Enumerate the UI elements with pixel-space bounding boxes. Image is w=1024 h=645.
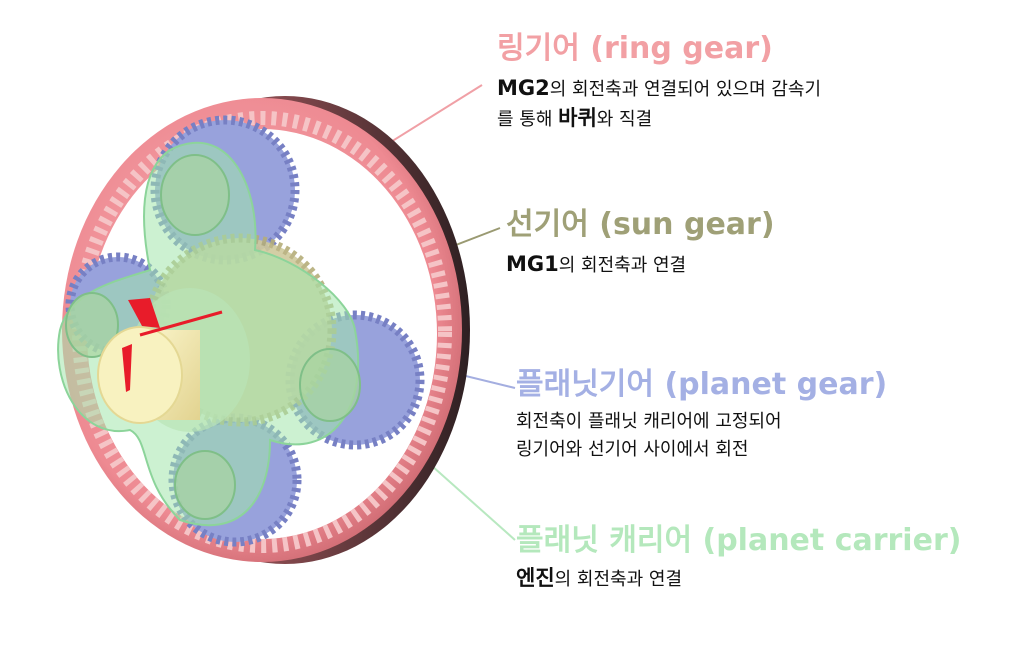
planet-carrier-description: 엔진의 회전축과 연결 (516, 564, 961, 594)
planet-gear-description: 회전축이 플래닛 캐리어에 고정되어 링기어와 선기어 사이에서 회전 (516, 408, 887, 464)
rotation-marker-top (128, 298, 160, 328)
ring-gear-desc-line-2-pre: 를 통해 (497, 109, 559, 130)
planet-gear-desc-line-1: 회전축이 플래닛 캐리어에 고정되어 (516, 411, 782, 432)
shaft-end-face (97, 326, 183, 424)
ring-gear-label: 링기어 (ring gear) MG2의 회전축과 연결되어 있으며 감속기 를… (497, 30, 821, 134)
sun-gear-title: 선기어 (sun gear) (506, 207, 775, 242)
wheel-label: 바퀴 (558, 106, 597, 130)
rotation-marker-left (122, 344, 132, 392)
planet-gear-label: 플래닛기어 (planet gear) 회전축이 플래닛 캐리어에 고정되어 링… (516, 366, 887, 464)
ring-gear-desc-line-2-post: 와 직결 (596, 109, 653, 130)
planet-carrier-label: 플래닛 캐리어 (planet carrier) 엔진의 회전축과 연결 (516, 522, 961, 594)
planet-carrier-desc-line-1: 엔진의 회전축과 연결 (516, 564, 961, 594)
sun-gear-desc-line-1-rest: 의 회전축과 연결 (558, 255, 687, 276)
planet-carrier-hole-top (160, 154, 230, 236)
planet-carrier-hole-bottom (174, 450, 236, 520)
planet-carrier-title: 플래닛 캐리어 (planet carrier) (516, 523, 962, 558)
mg1-label: MG1 (506, 252, 559, 276)
ring-gear-description: MG2의 회전축과 연결되어 있으며 감속기 를 통해 바퀴와 직결 (497, 74, 821, 134)
sun-gear-desc-line-1: MG1의 회전축과 연결 (506, 250, 775, 280)
ring-gear-title: 링기어 (ring gear) (497, 31, 773, 66)
planet-carrier-hole-right (299, 348, 361, 422)
mg2-label: MG2 (497, 76, 550, 100)
sun-gear-label: 선기어 (sun gear) MG1의 회전축과 연결 (506, 206, 775, 280)
engine-shaft (97, 288, 250, 432)
ring-gear-teeth (72, 111, 452, 553)
planet-gear-title: 플래닛기어 (planet gear) (516, 367, 888, 402)
planet-carrier-hole-left (65, 292, 119, 358)
planet-gear-desc-line-2: 링기어와 선기어 사이에서 회전 (516, 439, 749, 460)
rotation-marker-line (139, 310, 223, 337)
sun-gear-description: MG1의 회전축과 연결 (506, 250, 775, 280)
ring-gear-desc-line-2: 를 통해 바퀴와 직결 (497, 104, 821, 134)
ring-gear-desc-line-1: MG2의 회전축과 연결되어 있으며 감속기 (497, 74, 821, 104)
planet-carrier-desc-line-1-rest: 의 회전축과 연결 (554, 569, 683, 590)
engine-label: 엔진 (516, 566, 555, 590)
ring-gear-desc-line-1-rest: 의 회전축과 연결되어 있으며 감속기 (549, 79, 822, 100)
